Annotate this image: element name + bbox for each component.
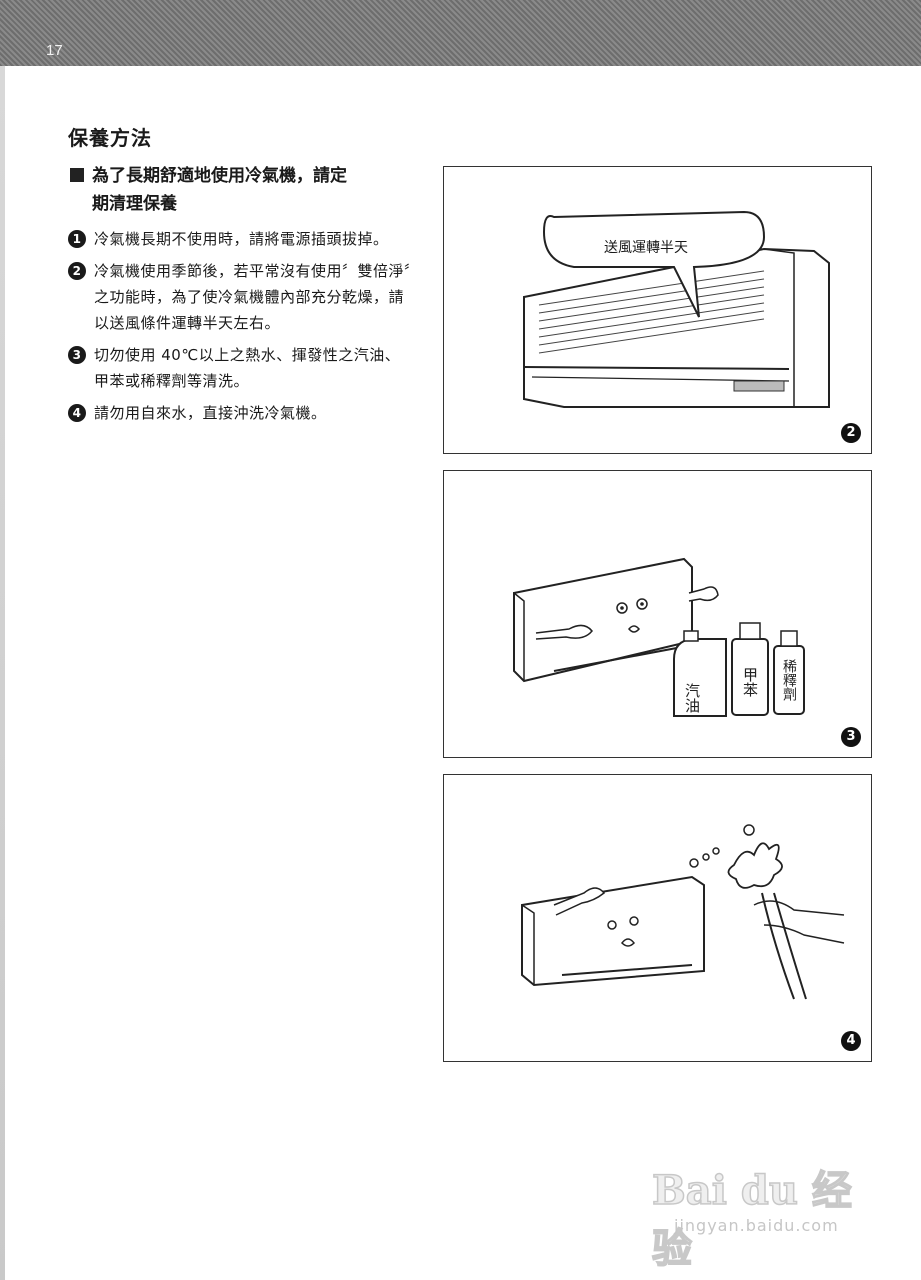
list-item-text: 切勿使用 40℃以上之熱水、揮發性之汽油、甲苯或稀釋劑等清洗。 [94, 346, 401, 390]
subheading: 為了長期舒適地使用冷氣機，請定 期清理保養 [70, 162, 415, 218]
subheading-line-1: 為了長期舒適地使用冷氣機，請定 [92, 166, 347, 186]
number-badge-icon: 3 [68, 346, 86, 364]
binding-edge [0, 66, 5, 1280]
number-badge-icon: 2 [68, 262, 86, 280]
page-number: 17 [46, 42, 63, 59]
list-item: 3 切勿使用 40℃以上之熱水、揮發性之汽油、甲苯或稀釋劑等清洗。 [68, 342, 413, 394]
list-item: 4 請勿用自來水，直接沖洗冷氣機。 [68, 400, 413, 426]
subheading-line-2: 期清理保養 [92, 194, 177, 214]
figure-number-badge-icon: 3 [841, 727, 861, 747]
figure-no-water-spray: 4 [443, 774, 872, 1062]
figure-number-badge-icon: 2 [841, 423, 861, 443]
speech-bubble-text: 送風運轉半天 [604, 240, 688, 256]
number-badge-icon: 4 [68, 404, 86, 422]
square-bullet-icon [70, 168, 84, 182]
baidu-watermark: Bai du 经验 jingyan.baidu.com [640, 1140, 880, 1273]
list-item-text: 冷氣機長期不使用時，請將電源插頭拔掉。 [94, 230, 389, 248]
ac-and-solvent-bottles-illustration: 汽油 甲苯 稀釋劑 [513, 557, 805, 717]
section-title: 保養方法 [68, 126, 152, 150]
list-item: 2 冷氣機使用季節後，若平常沒有使用〞雙倍淨〞之功能時，為了使冷氣機體內部充分乾… [68, 258, 413, 336]
air-conditioner-illustration [523, 210, 830, 408]
bottle-label: 甲苯 [741, 667, 759, 697]
list-item-text: 請勿用自來水，直接沖洗冷氣機。 [94, 404, 327, 422]
bottle-label: 汽油 [683, 683, 701, 713]
ac-and-hose-illustration [521, 824, 845, 1000]
care-instructions-list: 1 冷氣機長期不使用時，請將電源插頭拔掉。 2 冷氣機使用季節後，若平常沒有使用… [68, 226, 413, 432]
figure-fan-mode: 送風運轉半天 2 [443, 166, 872, 454]
watermark-brand: Bai du 经验 [651, 1166, 852, 1273]
list-item: 1 冷氣機長期不使用時，請將電源插頭拔掉。 [68, 226, 413, 252]
list-item-text: 冷氣機使用季節後，若平常沒有使用〞雙倍淨〞之功能時，為了使冷氣機體內部充分乾燥，… [94, 262, 413, 332]
figure-no-solvents: 汽油 甲苯 稀釋劑 3 [443, 470, 872, 758]
number-badge-icon: 1 [68, 230, 86, 248]
watermark-url: jingyan.baidu.com [674, 1216, 839, 1235]
figure-number-badge-icon: 4 [841, 1031, 861, 1051]
header-band [0, 0, 921, 66]
bottle-label: 稀釋劑 [781, 659, 797, 701]
